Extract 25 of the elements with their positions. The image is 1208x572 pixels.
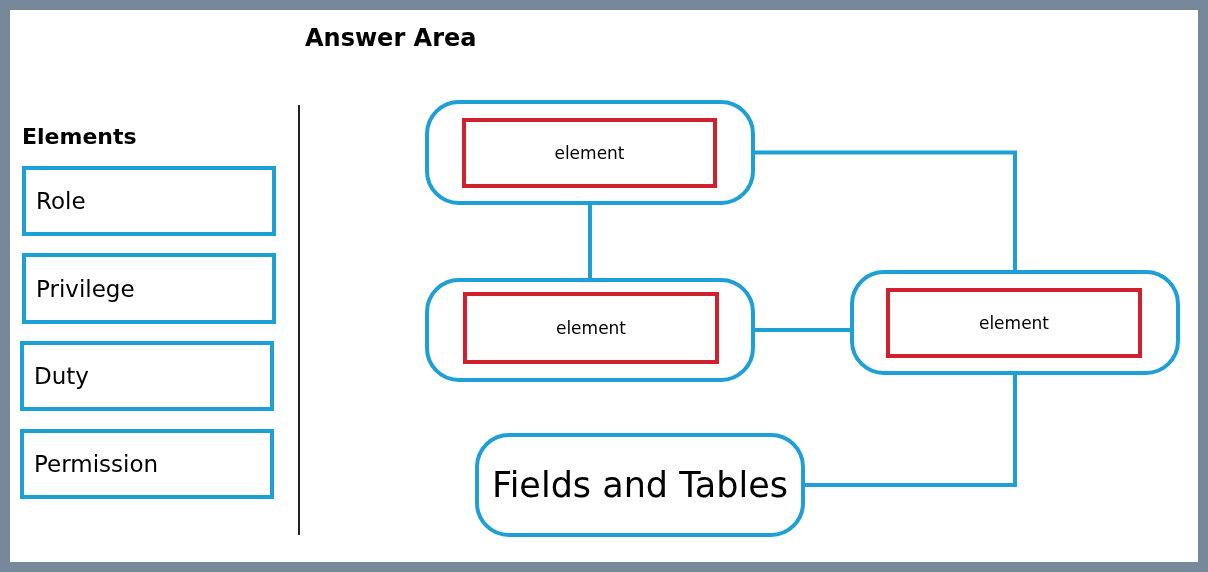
drop-target-box bbox=[462, 118, 717, 188]
node-label: Permission bbox=[34, 451, 159, 477]
element-tile bbox=[22, 253, 276, 324]
element-tile bbox=[20, 341, 274, 411]
drop-target-box bbox=[463, 292, 719, 364]
title: Answer Area bbox=[305, 24, 477, 52]
rounded-box bbox=[850, 270, 1180, 375]
element-tile bbox=[20, 429, 274, 499]
rounded-box bbox=[425, 100, 755, 205]
rounded-box bbox=[425, 278, 755, 382]
drop-target-box bbox=[886, 288, 1142, 358]
node-label: element bbox=[554, 143, 625, 163]
connector-line bbox=[588, 205, 592, 278]
node-label: element bbox=[978, 313, 1050, 333]
node-label: element bbox=[555, 318, 627, 338]
element-tile bbox=[22, 166, 276, 236]
heading: Elements bbox=[22, 124, 137, 149]
node-label: Privilege bbox=[36, 275, 135, 302]
node-label: Fields and Tables bbox=[492, 465, 788, 505]
node-label: Duty bbox=[34, 363, 89, 389]
connector-line bbox=[755, 328, 850, 332]
connector-line bbox=[805, 375, 1017, 487]
connector-line bbox=[755, 150, 1017, 270]
node-label: Role bbox=[36, 188, 86, 214]
rounded-box bbox=[475, 433, 805, 537]
